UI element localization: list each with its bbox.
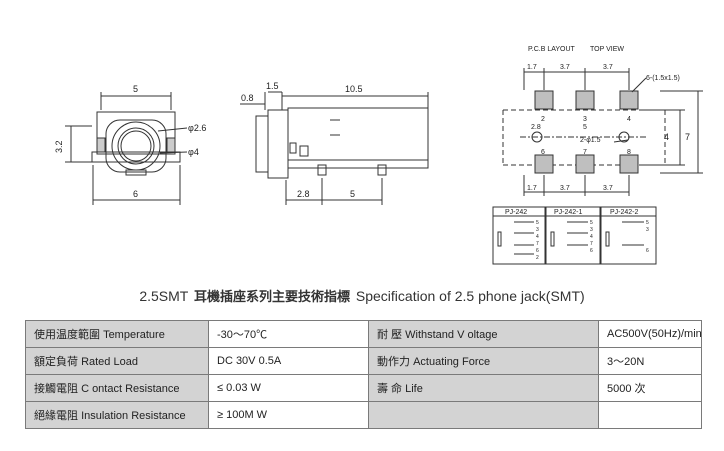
label-en: Withstand V oltage xyxy=(405,329,498,341)
pad-num-6: 6 xyxy=(541,149,545,156)
side-view xyxy=(240,91,429,205)
table-row: 額定負荷 Rated Load DC 30V 0.5A 動作力 Actuatin… xyxy=(25,347,702,375)
pin-a-4: 6 xyxy=(536,248,539,254)
pcb-layout-view xyxy=(502,68,703,196)
spec-value-2: 5000 次 xyxy=(598,374,702,402)
spec-value: DC 30V 0.5A xyxy=(208,347,369,375)
dim-side-pin1: 2.8 xyxy=(297,189,310,199)
dim-front-height: 3.2 xyxy=(54,140,64,153)
table-row: 接觸電阻 C ontact Resistance ≤ 0.03 W 壽 命 Li… xyxy=(25,374,702,402)
spec-label: 絕緣電阻 Insulation Resistance xyxy=(25,401,209,429)
spec-label: 使用温度範圍 Temperature xyxy=(25,320,209,348)
spec-table: 使用温度範圍 Temperature -30～70℃ 耐 壓 Withstand… xyxy=(25,320,702,429)
pin-a-5: 2 xyxy=(536,255,539,261)
pcb-top-dim-2: 3.7 xyxy=(560,64,570,71)
schematic-label-c: PJ-242-2 xyxy=(610,209,639,216)
pcb-height-inner: 4 xyxy=(664,132,669,142)
pin-b-1: 3 xyxy=(590,227,593,233)
spec-value: -30～70℃ xyxy=(208,320,369,348)
label-en: Rated Load xyxy=(81,356,138,368)
pad-num-4: 4 xyxy=(627,116,631,123)
pin-c-2: 6 xyxy=(646,248,649,254)
label-cn: 接觸電阻 xyxy=(34,383,78,395)
dim-front-bottom: 6 xyxy=(133,189,138,199)
schematic-label-b: PJ-242-1 xyxy=(554,209,583,216)
spec-title-chinese: 耳機插座系列主要技術指標 xyxy=(193,290,350,305)
dim-side-d2: 1.5 xyxy=(266,81,279,91)
pin-b-0: 5 xyxy=(590,220,593,226)
pin-c-1: 3 xyxy=(646,227,649,233)
pcb-pad-note: 6-(1.5x1.5) xyxy=(646,75,680,82)
pin-a-2: 4 xyxy=(536,234,539,240)
dim-side-pin2: 5 xyxy=(350,189,355,199)
spec-label-2: 動作力 Actuating Force xyxy=(368,347,599,375)
spec-label: 接觸電阻 C ontact Resistance xyxy=(25,374,209,402)
schematic-label-a: PJ-242 xyxy=(505,209,527,216)
spec-value-2: 3～20N xyxy=(598,347,702,375)
pcb-bottom-dim-1: 1.7 xyxy=(527,185,537,192)
label-cn: 動作力 xyxy=(377,356,410,368)
spec-value: ≤ 0.03 W xyxy=(208,374,369,402)
pin-a-0: 5 xyxy=(536,220,539,226)
table-row: 使用温度範圍 Temperature -30～70℃ 耐 壓 Withstand… xyxy=(25,320,702,348)
label-cn: 額定負荷 xyxy=(34,356,78,368)
pad-num-2: 2 xyxy=(541,116,545,123)
spec-label-2 xyxy=(368,401,599,429)
label-en: Life xyxy=(405,383,423,395)
technical-drawing: 5 6 3.2 φ2.6 φ4 0.8 1.5 10.5 2.8 5 P.C.B… xyxy=(54,46,703,265)
pin-b-4: 6 xyxy=(590,248,593,254)
pin-b-3: 7 xyxy=(590,241,593,247)
pad-num-3: 3 xyxy=(583,116,587,123)
label-cn: 使用温度範圍 xyxy=(34,329,100,341)
spec-value: ≥ 100M W xyxy=(208,401,369,429)
spec-title-model: 2.5SMT xyxy=(139,288,189,304)
pad-num-7: 7 xyxy=(583,149,587,156)
dim-side-length: 10.5 xyxy=(345,84,363,94)
label-cn: 壽 命 xyxy=(377,383,403,395)
table-row: 絕緣電阻 Insulation Resistance ≥ 100M W xyxy=(25,401,702,429)
front-view xyxy=(65,92,188,205)
label-en: Insulation Resistance xyxy=(81,410,186,422)
pin-b-2: 4 xyxy=(590,234,593,240)
dim-dia-inner: φ2.6 xyxy=(188,123,206,133)
label-en: Temperature xyxy=(103,329,165,341)
pcb-layout-title: P.C.B LAYOUT xyxy=(528,46,576,53)
spec-title-english: Specification of 2.5 phone jack(SMT) xyxy=(355,288,585,304)
label-cn: 絕緣電阻 xyxy=(34,410,78,422)
spec-label-2: 壽 命 Life xyxy=(368,374,599,402)
pcb-bottom-dim-3: 3.7 xyxy=(603,185,613,192)
spec-title: 2.5SMT 耳機插座系列主要技術指標 Specification of 2.5… xyxy=(0,286,724,305)
dim-front-top: 5 xyxy=(133,84,138,94)
label-cn: 耐 壓 xyxy=(377,329,403,341)
spec-label: 額定負荷 Rated Load xyxy=(25,347,209,375)
spec-label-2: 耐 壓 Withstand V oltage xyxy=(368,320,599,348)
dim-side-d1: 0.8 xyxy=(241,93,254,103)
pcb-top-dim-3: 3.7 xyxy=(603,64,613,71)
pcb-top-dim-1: 1.7 xyxy=(527,64,537,71)
pcb-bottom-dim-2: 3.7 xyxy=(560,185,570,192)
pin-a-3: 7 xyxy=(536,241,539,247)
schematic-diagrams xyxy=(492,206,657,265)
spec-value-2 xyxy=(598,401,702,429)
spec-value-2: AC500V(50Hz)/min xyxy=(598,320,702,348)
label-en: Actuating Force xyxy=(413,356,491,368)
pcb-hole-note: 2-φ1.5 xyxy=(580,137,601,144)
pcb-offset: 2.8 xyxy=(531,124,541,131)
pcb-height-outer: 7 xyxy=(685,132,690,142)
top-view-title: TOP VIEW xyxy=(590,46,624,53)
pin-c-0: 5 xyxy=(646,220,649,226)
pad-num-5: 5 xyxy=(583,124,587,131)
dim-dia-outer: φ4 xyxy=(188,147,199,157)
pin-a-1: 3 xyxy=(536,227,539,233)
pad-num-8: 8 xyxy=(627,149,631,156)
label-en: C ontact Resistance xyxy=(81,383,180,395)
